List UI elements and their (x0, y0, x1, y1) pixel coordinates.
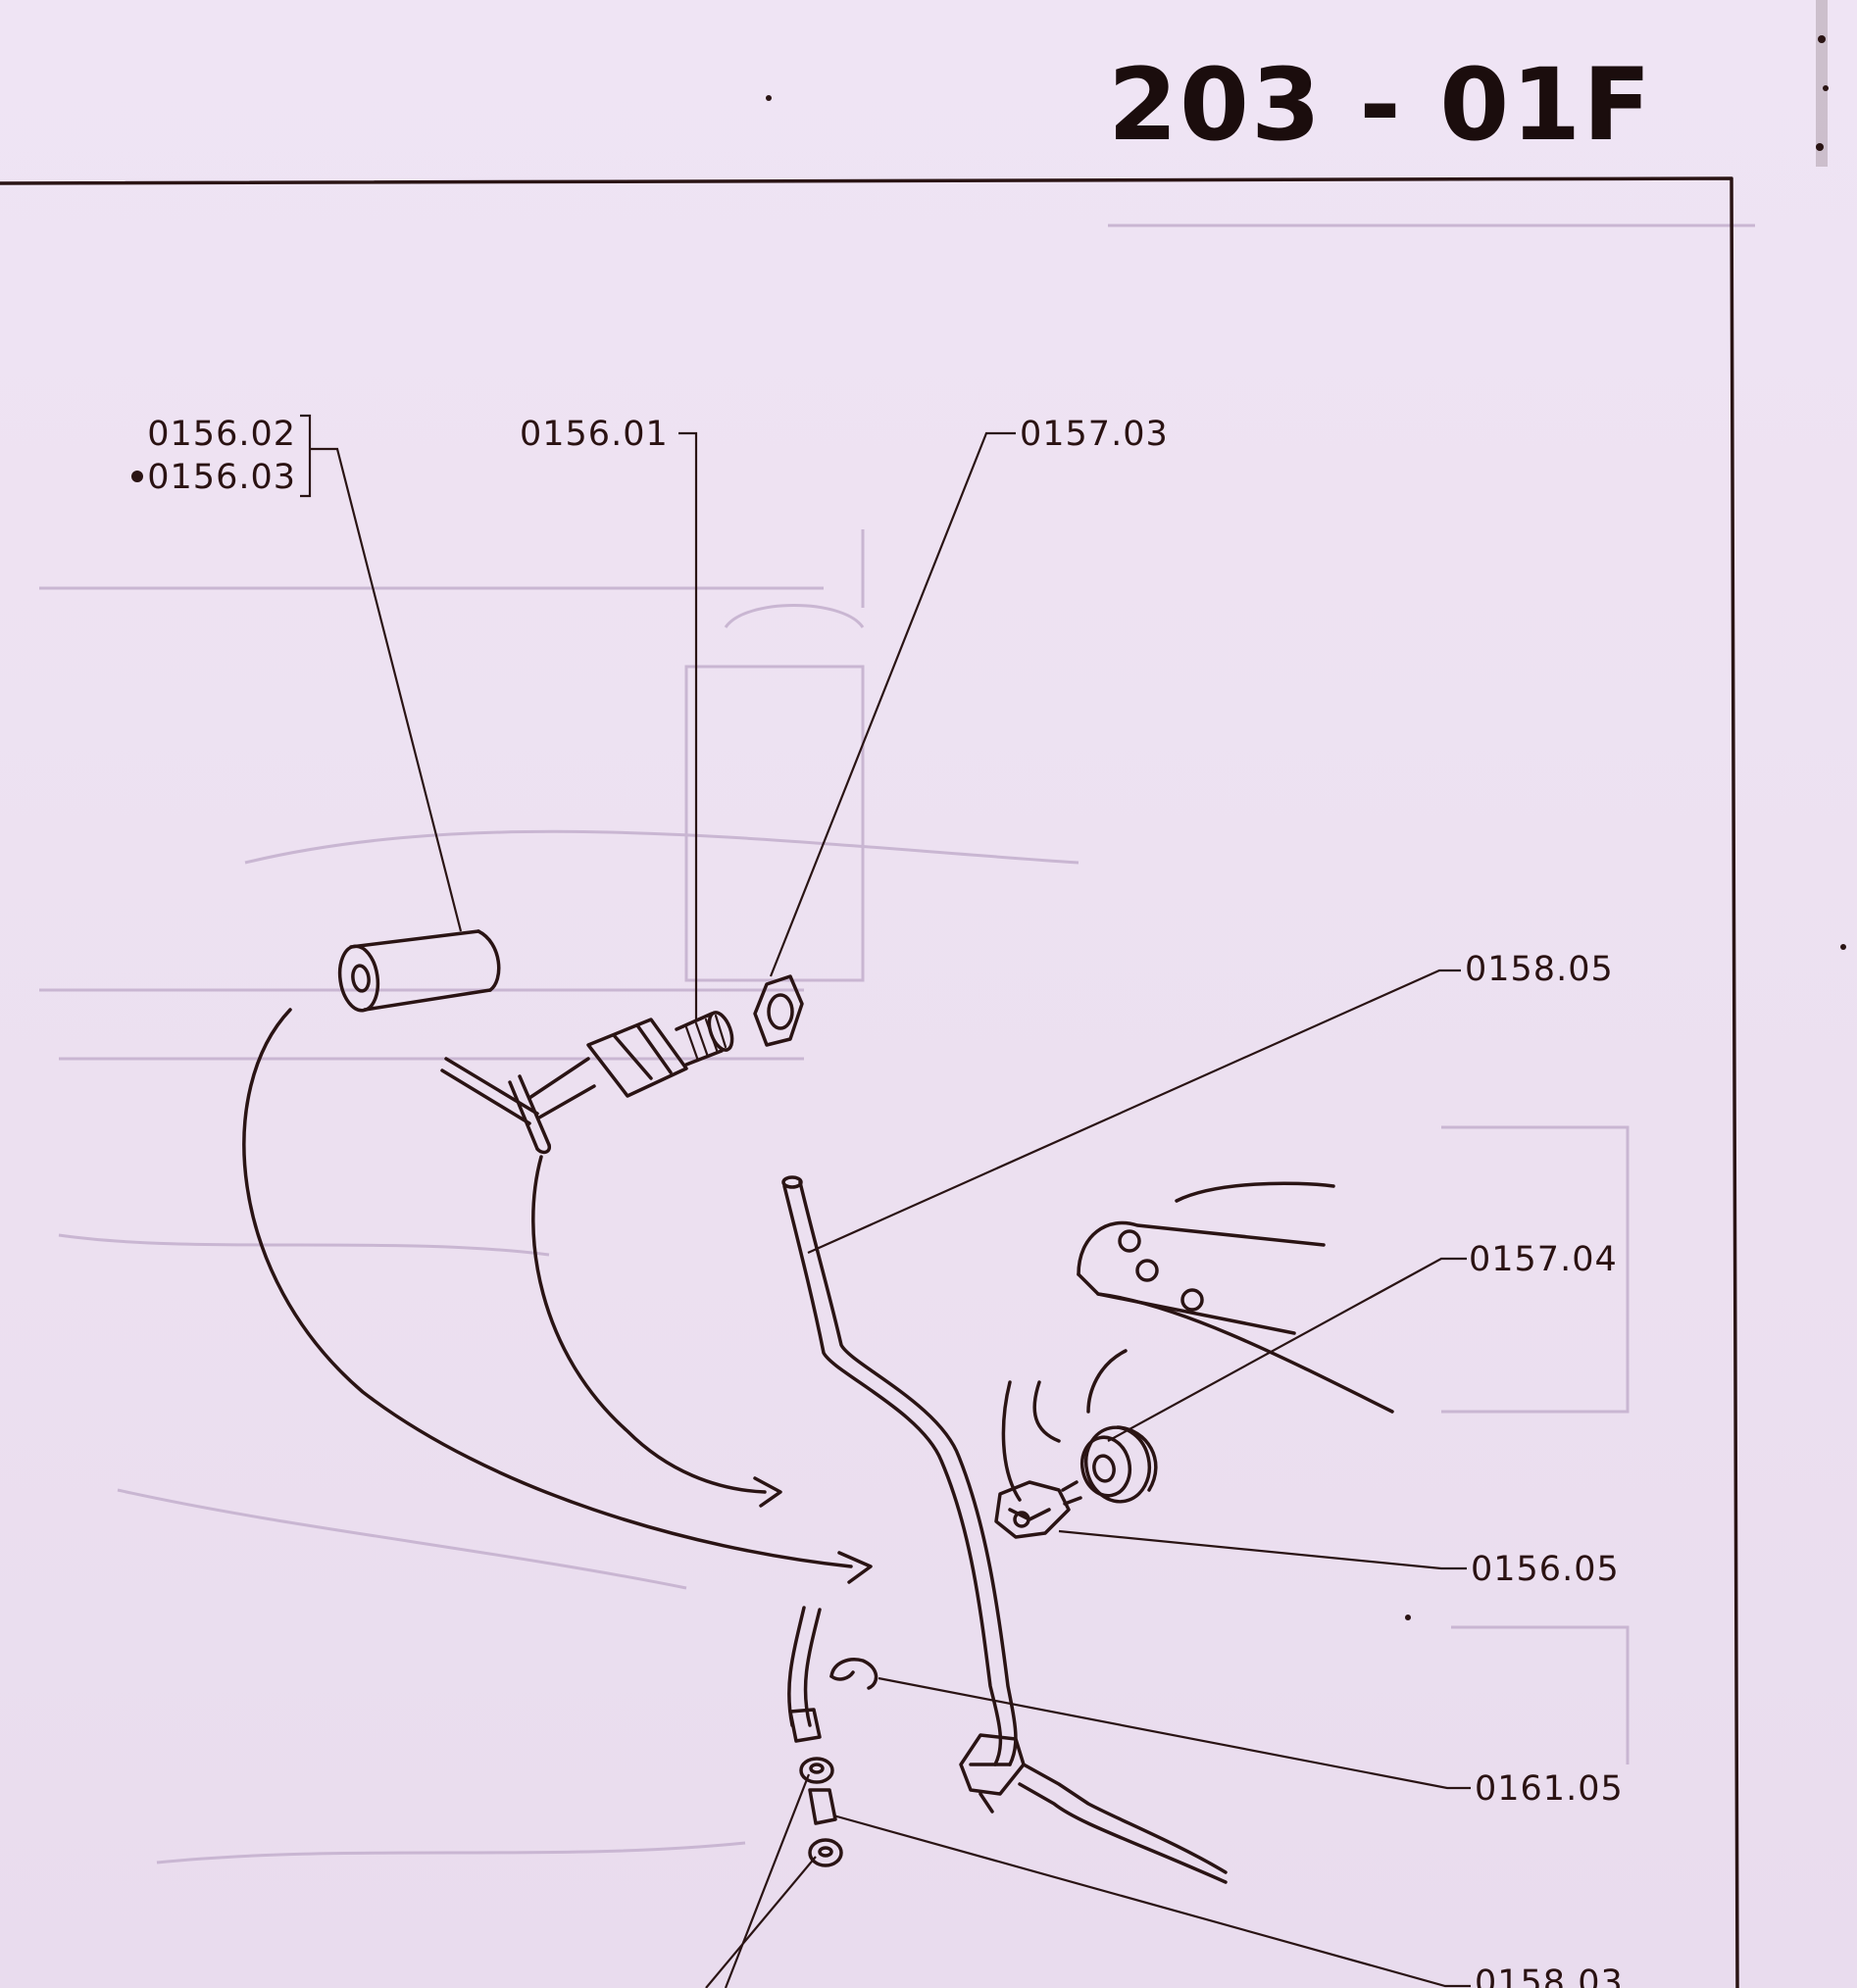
label-0156-01: 0156.01 (520, 415, 669, 454)
label-0157-03: 0157.03 (1020, 415, 1169, 454)
gasket-washer-part (1079, 1425, 1158, 1504)
banjo-union-part (994, 1480, 1082, 1539)
union-nipple-part (440, 1011, 734, 1155)
page-frame (0, 176, 1739, 1988)
bleed-through-background (39, 224, 1755, 1864)
variant-bullet (131, 471, 143, 482)
label-0161-05: 0161.05 (1475, 1769, 1624, 1809)
label-0156-03: 0156.03 (147, 458, 296, 497)
label-0157-04: 0157.04 (1469, 1240, 1618, 1279)
label-0156-05: 0156.05 (1471, 1550, 1620, 1589)
sleeve-part (337, 929, 501, 1013)
drain-tube-part (787, 1606, 822, 1743)
label-0158-03: 0158.03 (1475, 1963, 1624, 1988)
page-reference-code: 203 - 01F (1108, 47, 1653, 164)
label-0156-02: 0156.02 (147, 415, 296, 454)
leader-lines (300, 414, 1471, 1988)
washer-stack-part (799, 1757, 843, 1867)
engine-housing-outline (1001, 1181, 1394, 1502)
flow-arrows (242, 1008, 873, 1584)
hex-nut-part (753, 974, 804, 1047)
pipe-end-fitting (959, 1733, 1228, 1884)
retaining-clip-part (829, 1658, 878, 1690)
scan-specks (766, 0, 1846, 1620)
fuel-pipe-part (781, 1175, 1018, 1766)
label-0158-05: 0158.05 (1465, 950, 1614, 989)
